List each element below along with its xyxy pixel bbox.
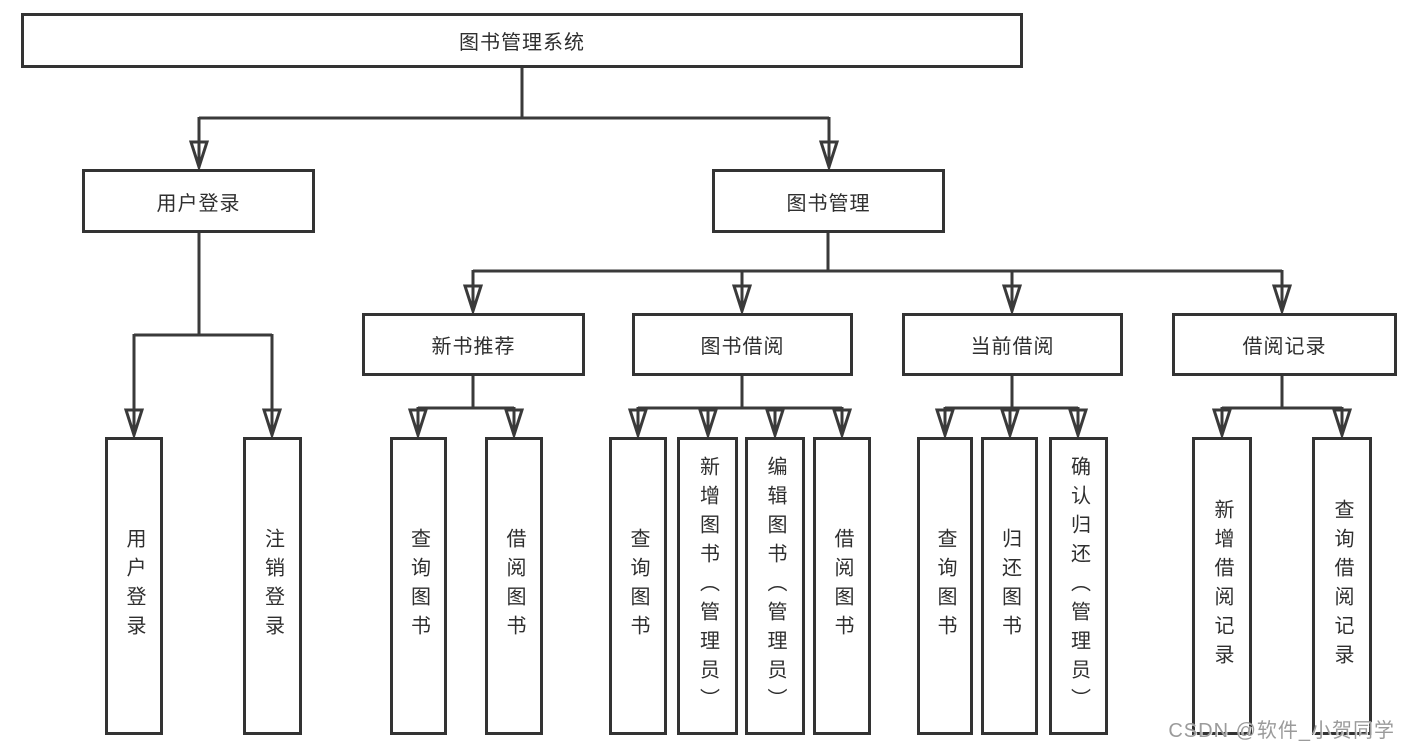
node-query-books-current: 查询图书 xyxy=(917,437,973,735)
node-new-book-recommend-label: 新书推荐 xyxy=(431,336,516,358)
connector-new-book-recommend-to-leaves xyxy=(418,376,514,434)
node-logout: 注销登录 xyxy=(243,437,302,735)
node-user-login-leaf-label: 用户登录 xyxy=(123,528,145,644)
connector-book-management-to-level3 xyxy=(473,233,1282,310)
node-confirm-return-admin-label: 确认归还（管理员） xyxy=(1067,455,1090,717)
node-query-books-borrow: 查询图书 xyxy=(609,437,667,735)
node-query-books-recommend: 查询图书 xyxy=(390,437,447,735)
node-logout-label: 注销登录 xyxy=(261,528,284,644)
node-user-login-label: 用户登录 xyxy=(156,192,241,215)
connector-current-borrow-to-leaves xyxy=(945,376,1078,434)
node-book-management: 图书管理 xyxy=(712,169,945,233)
node-add-borrow-record: 新增借阅记录 xyxy=(1192,437,1252,735)
node-add-books-admin: 新增图书（管理员） xyxy=(677,437,738,735)
node-return-books-label: 归还图书 xyxy=(998,528,1021,644)
node-root: 图书管理系统 xyxy=(21,13,1023,68)
connector-user-login-to-leaves xyxy=(134,233,272,434)
node-book-management-label: 图书管理 xyxy=(786,192,871,215)
node-current-borrow-label: 当前借阅 xyxy=(970,336,1055,358)
node-edit-books-admin: 编辑图书（管理员） xyxy=(745,437,805,735)
node-query-borrow-record-label: 查询借阅记录 xyxy=(1331,499,1353,673)
node-borrow-records: 借阅记录 xyxy=(1172,313,1397,376)
node-user-login: 用户登录 xyxy=(82,169,315,233)
csdn-watermark: CSDN @软件_小贺同学 xyxy=(1168,720,1395,742)
node-return-books: 归还图书 xyxy=(981,437,1038,735)
node-add-books-admin-label: 新增图书（管理员） xyxy=(696,455,719,717)
node-query-borrow-record: 查询借阅记录 xyxy=(1312,437,1372,735)
node-current-borrow: 当前借阅 xyxy=(902,313,1123,376)
node-user-login-leaf: 用户登录 xyxy=(105,437,163,735)
node-edit-books-admin-label: 编辑图书（管理员） xyxy=(764,455,786,717)
node-book-borrow-label: 图书借阅 xyxy=(700,336,785,358)
node-root-label: 图书管理系统 xyxy=(459,32,585,54)
node-book-borrow: 图书借阅 xyxy=(632,313,853,376)
node-query-books-current-label: 查询图书 xyxy=(934,528,956,644)
node-borrow-books-recommend: 借阅图书 xyxy=(485,437,543,735)
connector-root-to-level2 xyxy=(199,68,829,166)
node-confirm-return-admin: 确认归还（管理员） xyxy=(1049,437,1108,735)
node-query-books-recommend-label: 查询图书 xyxy=(407,528,430,644)
node-borrow-books-recommend-label: 借阅图书 xyxy=(503,528,525,644)
connector-book-borrow-to-leaves xyxy=(638,376,842,434)
node-borrow-books-borrow-label: 借阅图书 xyxy=(831,528,853,644)
node-add-borrow-record-label: 新增借阅记录 xyxy=(1211,499,1233,673)
node-query-books-borrow-label: 查询图书 xyxy=(627,528,649,644)
node-new-book-recommend: 新书推荐 xyxy=(362,313,585,376)
connector-borrow-records-to-leaves xyxy=(1222,376,1342,434)
node-borrow-books-borrow: 借阅图书 xyxy=(813,437,871,735)
node-borrow-records-label: 借阅记录 xyxy=(1242,336,1327,358)
